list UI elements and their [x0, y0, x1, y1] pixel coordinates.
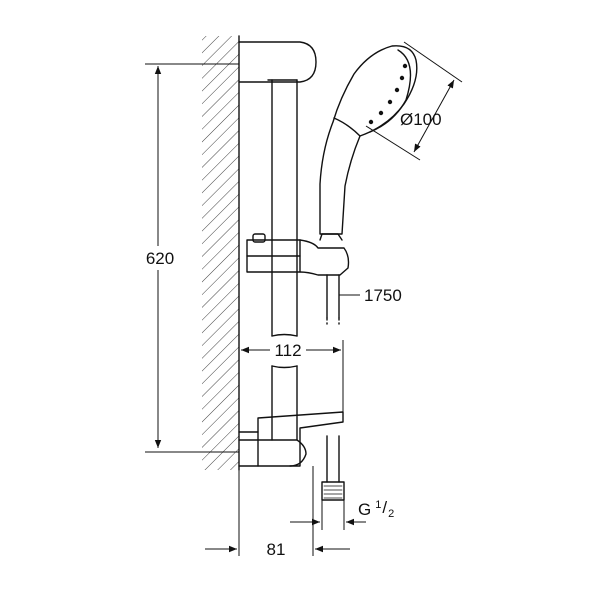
- slider-knob: [252, 233, 266, 243]
- hose-length-label: 1750: [364, 286, 402, 305]
- bottom-bracket-body: [238, 439, 307, 467]
- hand-shower: [319, 45, 418, 235]
- dimension-wall-offset: [205, 466, 350, 556]
- hose-nut-knurl: [323, 485, 343, 499]
- thread-label-numerator: 1: [375, 499, 381, 511]
- hose-upper-break: [326, 317, 340, 325]
- spray-face: [369, 49, 412, 133]
- hose-nut: [321, 481, 345, 501]
- diameter-dim-line: [413, 79, 455, 153]
- slider-holder: [246, 233, 350, 276]
- dimension-bar-offset: [238, 340, 344, 422]
- head-diameter-label: Ø100: [400, 110, 442, 129]
- diameter-ext-bottom: [365, 125, 421, 161]
- bar-offset-label: 112: [274, 341, 301, 360]
- hose-lower: [326, 435, 340, 483]
- rail-bar-upper: [271, 79, 298, 337]
- hand-shower-outline: [319, 45, 418, 235]
- rail-bar-lower: [271, 365, 298, 441]
- wall-hatching: [202, 36, 239, 470]
- top-bracket: [238, 41, 317, 83]
- wall: [202, 35, 240, 471]
- hose-connector-grip: [319, 233, 343, 241]
- hose-upper: [326, 274, 340, 319]
- dimension-thread: [290, 500, 366, 530]
- wall-offset-label: 81: [267, 540, 286, 559]
- thread-label-main: G: [358, 500, 371, 519]
- diameter-ext-top: [403, 41, 463, 83]
- rail-break-top: [271, 333, 298, 337]
- hand-shower-collar: [333, 117, 361, 137]
- slider-body: [246, 239, 350, 276]
- spray-nozzles: [368, 63, 408, 125]
- height-label-bg: [142, 246, 176, 270]
- dimension-head-diameter: [365, 41, 463, 161]
- rail-break-bottom: [271, 365, 298, 369]
- height-label: 620: [146, 249, 174, 268]
- thread-label-denominator: 2: [388, 508, 394, 520]
